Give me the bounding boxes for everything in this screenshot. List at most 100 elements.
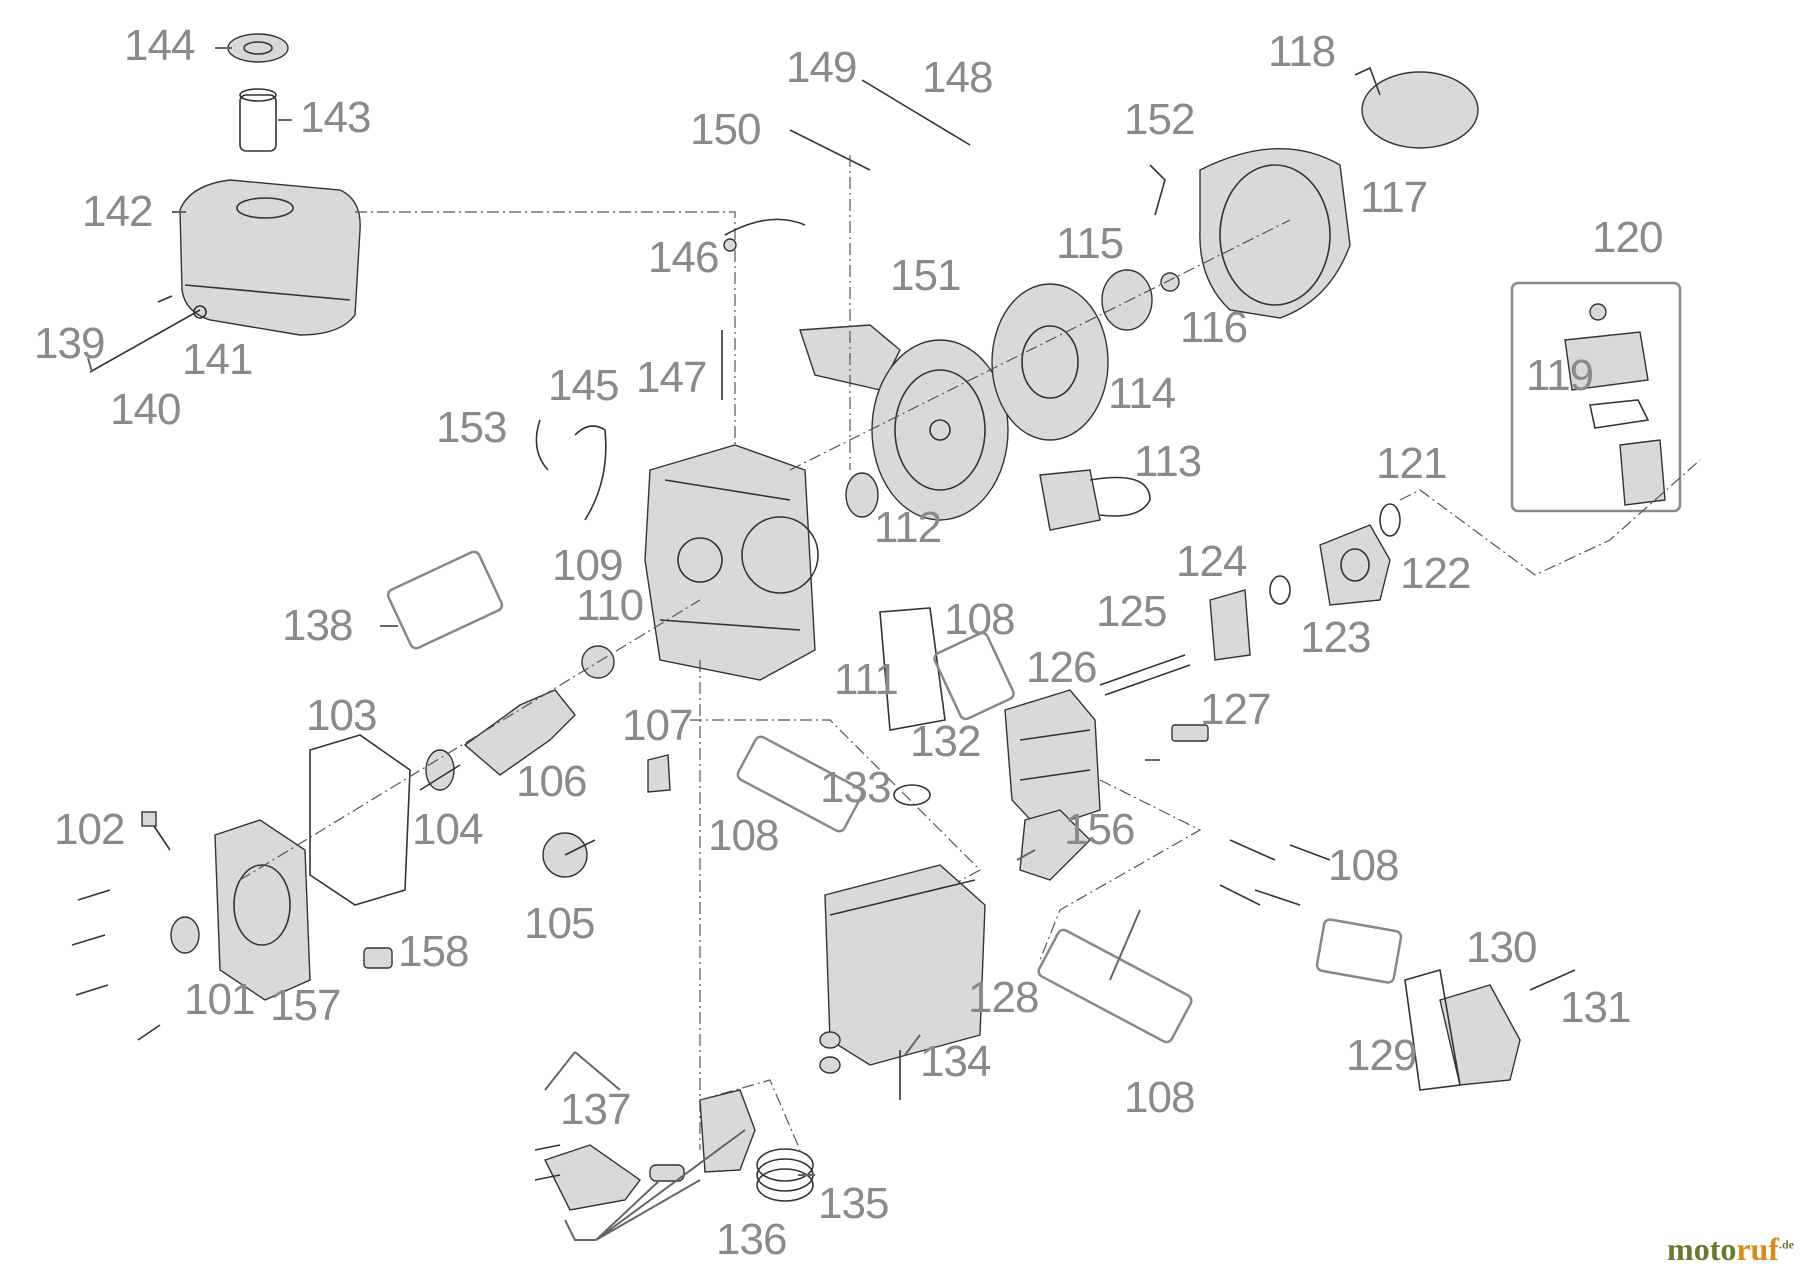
main-bearing (425, 749, 455, 791)
valve-set-box-1 (933, 631, 1015, 721)
part-label-114: 114 (1108, 369, 1176, 418)
part-label-122: 122 (1400, 549, 1471, 598)
part-label-132: 132 (910, 717, 981, 766)
spark-plug (1171, 724, 1209, 742)
breather-tube (1529, 969, 1576, 991)
flywheel (871, 339, 1009, 521)
nut (1160, 272, 1180, 292)
valve-set-box-3 (1315, 918, 1403, 984)
part-label-118: 118 (1268, 27, 1336, 76)
part-label-125: 125 (1096, 587, 1167, 636)
carb-insulator (1209, 589, 1251, 661)
camshaft-gear (542, 832, 596, 878)
fuel-line-dashed (355, 211, 736, 470)
filter-line-dashed (1399, 459, 1701, 576)
part-label-112: 112 (874, 503, 942, 552)
part-label-123: 123 (1300, 613, 1371, 662)
part-label-143: 143 (300, 93, 371, 142)
part-label-120: 120 (1592, 213, 1663, 262)
push-rods (1099, 654, 1191, 696)
part-label-149: 149 (786, 43, 857, 92)
valve-set-box-4 (1037, 928, 1193, 1044)
part-label-148: 148 (922, 53, 993, 102)
part-label-108-rocker: 108 (1124, 1073, 1195, 1122)
part-label-102: 102 (54, 805, 125, 854)
part-label-121: 121 (1376, 439, 1447, 488)
part-label-109: 109 (552, 541, 623, 590)
part-label-140: 140 (110, 385, 181, 434)
head-gasket (879, 607, 946, 731)
part-label-126: 126 (1026, 643, 1097, 692)
part-label-108-head: 108 (944, 595, 1015, 644)
breather-plate (1019, 809, 1091, 881)
connecting-rod (534, 1144, 641, 1211)
air-filter (1564, 303, 1666, 506)
head-line-dashed-2 (1039, 779, 1202, 961)
watermark-part2: ruf (1736, 1231, 1779, 1267)
part-label-151: 151 (890, 251, 961, 300)
head-bolts (1219, 839, 1331, 906)
part-label-153: 153 (436, 403, 507, 452)
crankcase (644, 444, 819, 681)
exhaust-gasket (893, 784, 931, 806)
oil-filler-plug (141, 811, 171, 851)
rocker-cover (1404, 968, 1521, 1091)
part-label-135: 135 (818, 1179, 889, 1228)
part-label-157: 157 (270, 981, 341, 1030)
fuel-strainer (239, 88, 277, 152)
part-label-117: 117 (1360, 173, 1428, 222)
part-label-105: 105 (524, 899, 595, 948)
part-label-133: 133 (820, 763, 891, 812)
oil-seal-cover (170, 916, 200, 954)
part-label-115: 115 (1056, 219, 1124, 268)
part-label-113: 113 (1134, 437, 1202, 486)
part-label-119: 119 (1526, 351, 1594, 400)
part-label-142: 142 (82, 187, 153, 236)
crank-axis-dashed (239, 599, 701, 881)
watermark-logo: motoruf.de (1667, 1231, 1794, 1268)
part-label-158: 158 (398, 927, 469, 976)
valve-set-box-2 (736, 735, 864, 833)
piston-line-dashed (699, 1079, 801, 1151)
part-label-111: 111 (834, 655, 899, 704)
watermark-suffix: .de (1779, 1237, 1794, 1252)
piston (699, 1089, 756, 1173)
part-label-108-bolts: 108 (1328, 841, 1399, 890)
shaft-axis-dashed (789, 219, 1291, 471)
starter-pulley (1101, 269, 1153, 331)
part-label-156: 156 (1064, 805, 1135, 854)
fuel-tank (179, 179, 361, 336)
cooling-fan (991, 283, 1109, 441)
camshaft-set-box (386, 550, 504, 650)
cylinder-head (1004, 689, 1101, 831)
part-label-152: 152 (1124, 95, 1195, 144)
recoil-starter (1354, 66, 1479, 149)
carb-gasket (1269, 503, 1401, 605)
fuel-cap (227, 33, 289, 63)
part-label-147: 147 (636, 353, 707, 402)
oil-seal (845, 472, 879, 518)
part-label-106: 106 (516, 757, 587, 806)
carburetor (1319, 524, 1391, 606)
governor-assembly (647, 754, 671, 793)
part-label-107: 107 (622, 701, 693, 750)
part-label-146: 146 (648, 233, 719, 282)
part-label-138: 138 (282, 601, 353, 650)
drain-plug (363, 947, 393, 969)
fuel-tank-fitting (89, 295, 207, 373)
crankshaft (419, 689, 576, 791)
part-label-141: 141 (182, 335, 253, 384)
part-label-110: 110 (576, 581, 644, 630)
part-label-108-guide: 108 (708, 811, 779, 860)
part-label-144: 144 (124, 21, 195, 70)
cover-bolts (71, 889, 161, 1041)
part-label-103: 103 (306, 691, 377, 740)
part-label-136: 136 (716, 1215, 787, 1264)
part-label-150: 150 (690, 105, 761, 154)
part-label-131: 131 (1560, 983, 1631, 1032)
fan-cover (1199, 147, 1351, 319)
part-label-145: 145 (548, 361, 619, 410)
part-label-137: 137 (560, 1085, 631, 1134)
